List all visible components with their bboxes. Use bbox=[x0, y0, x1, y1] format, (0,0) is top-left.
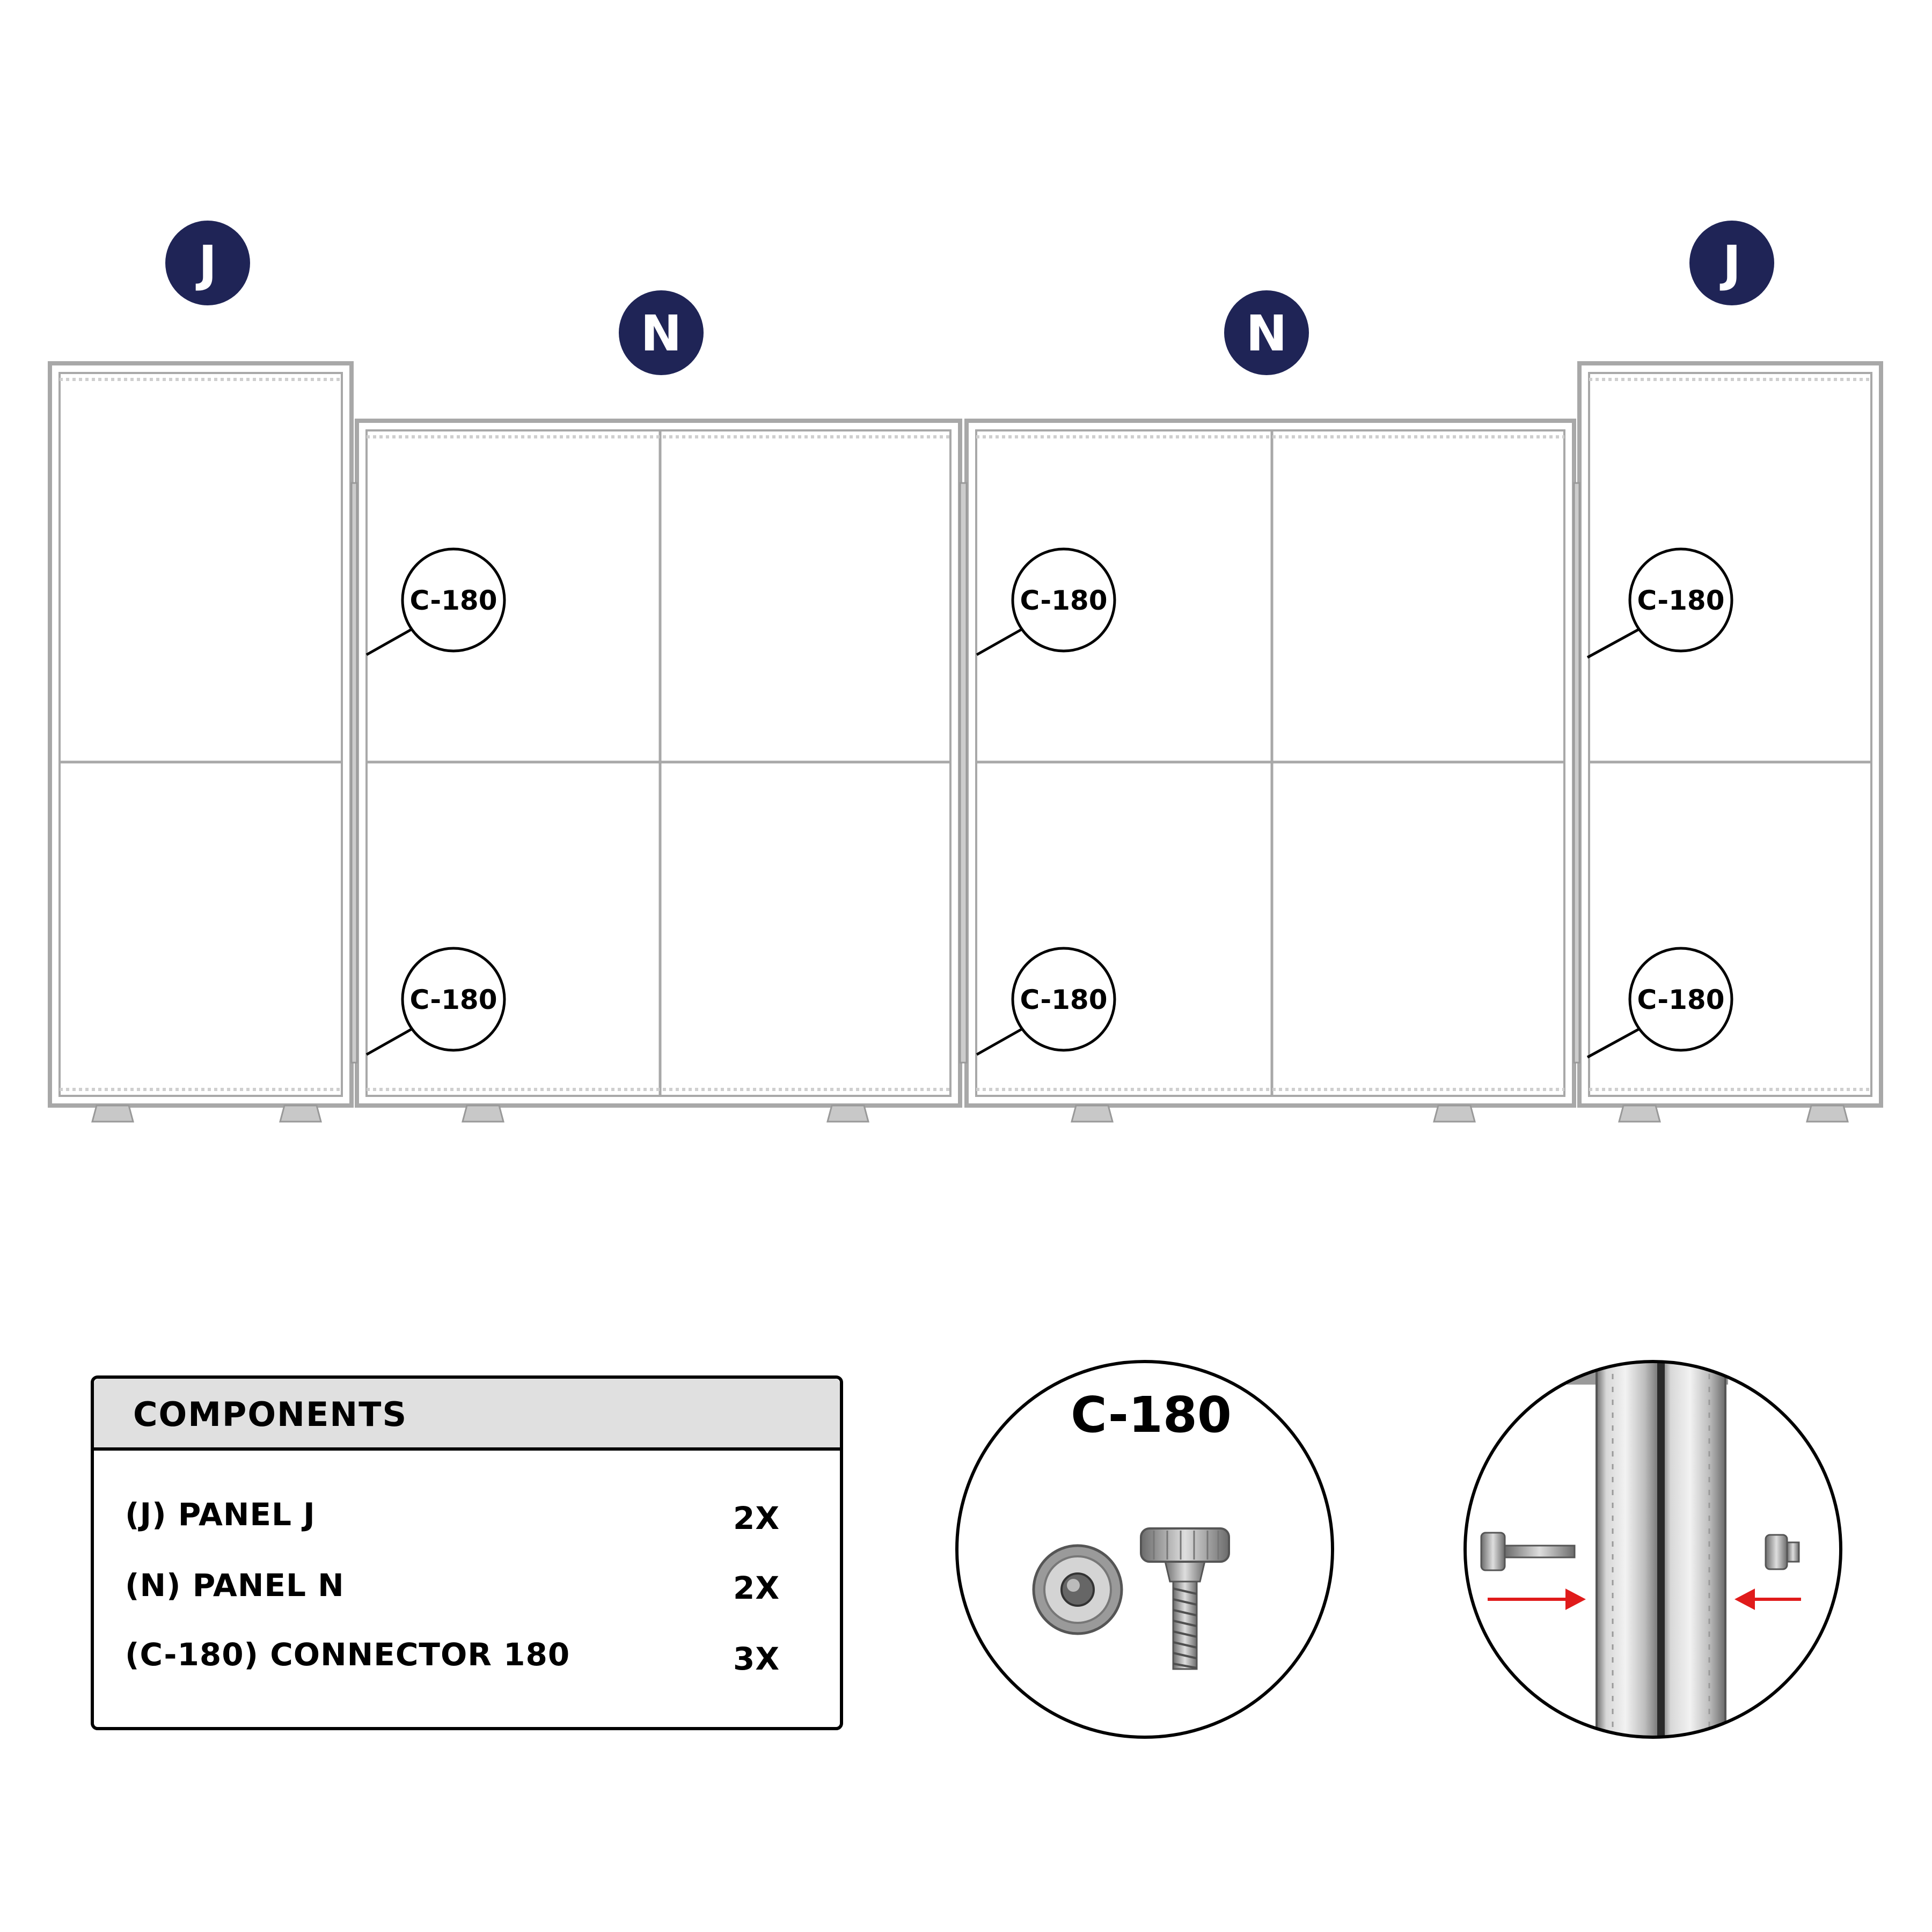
knob-screw-icon bbox=[1480, 1532, 1576, 1571]
connector-callout-label: C-180 bbox=[410, 585, 497, 616]
install-detail bbox=[1463, 1360, 1842, 1739]
panel-badge-n-left: N bbox=[619, 290, 704, 375]
connector-callout-label: C-180 bbox=[1637, 984, 1725, 1015]
panel-badge-label: N bbox=[1246, 305, 1287, 362]
red-arrow-icon bbox=[1735, 1589, 1801, 1610]
panel-n-right bbox=[964, 419, 1576, 1108]
panel-badge-j-right: J bbox=[1689, 221, 1774, 305]
component-qty: 2X bbox=[733, 1570, 780, 1606]
panel-badge-label: J bbox=[1719, 235, 1741, 292]
frame-joints bbox=[350, 482, 1580, 1064]
connector-callouts bbox=[365, 547, 1733, 1059]
component-qty: 2X bbox=[733, 1500, 780, 1536]
component-qty: 3X bbox=[733, 1641, 780, 1677]
panel-feet bbox=[91, 1104, 1849, 1123]
component-name: (C-180) CONNECTOR 180 bbox=[125, 1636, 570, 1673]
components-title: COMPONENTS bbox=[133, 1395, 407, 1434]
barrel-nut-icon bbox=[1765, 1534, 1800, 1570]
components-table: COMPONENTS (J) PANEL J 2X (N) PANEL N 2X… bbox=[91, 1375, 843, 1730]
connector-detail: C-180 bbox=[955, 1360, 1334, 1739]
panel-badge-label: J bbox=[195, 235, 217, 292]
component-name: (N) PANEL N bbox=[125, 1567, 345, 1604]
knob-screw-icon bbox=[1140, 1527, 1230, 1670]
components-header bbox=[94, 1379, 840, 1449]
connector-callout-label: C-180 bbox=[410, 984, 497, 1015]
panel-j-left bbox=[48, 361, 354, 1108]
panel-badge-n-right: N bbox=[1224, 290, 1309, 375]
connector-detail-title: C-180 bbox=[1071, 1386, 1232, 1444]
connector-callout-label: C-180 bbox=[1020, 585, 1108, 616]
connector-callout-label: C-180 bbox=[1637, 585, 1725, 616]
panel-badge-j-left: J bbox=[165, 221, 250, 305]
panel-badge-label: N bbox=[641, 305, 682, 362]
red-arrow-icon bbox=[1488, 1589, 1586, 1610]
component-name: (J) PANEL J bbox=[125, 1496, 316, 1533]
connector-callout-label: C-180 bbox=[1020, 984, 1108, 1015]
barrel-nut-icon bbox=[1032, 1544, 1123, 1635]
